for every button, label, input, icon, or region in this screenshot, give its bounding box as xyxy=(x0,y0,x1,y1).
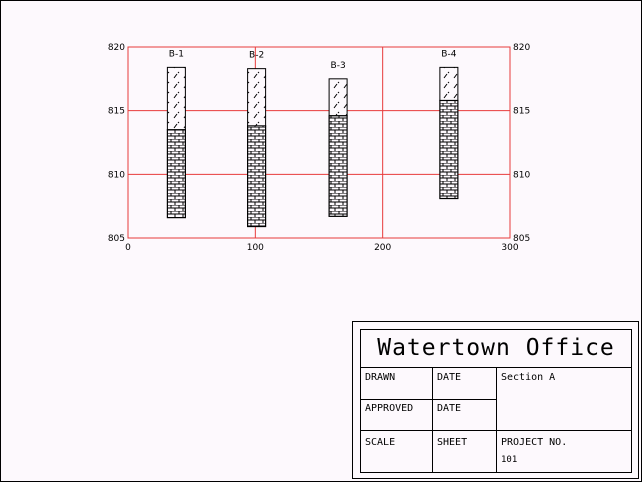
y-tick-label-right: 815 xyxy=(513,107,530,117)
boring-upper-layer xyxy=(166,66,186,131)
sheet-label: SHEET xyxy=(437,437,468,448)
boring-lower-layer xyxy=(439,99,459,200)
tb-divider-col2 xyxy=(496,368,497,473)
tb-divider-col1 xyxy=(432,368,433,473)
boring-upper-layer xyxy=(439,66,459,101)
project-number-value: 101 xyxy=(501,455,518,465)
date-label-1: DATE xyxy=(437,372,462,383)
boring-lower-layer xyxy=(247,125,267,228)
title-block-outer-frame xyxy=(352,321,639,479)
y-tick-label-left: 805 xyxy=(108,234,125,244)
plot-frame xyxy=(127,46,511,239)
cross-section-plot: B-1 B-2B-3 B-4 0 100 200 300 820 815 810 805 820 81… xyxy=(108,43,531,253)
title-block-title: Watertown Office xyxy=(360,329,632,368)
drawn-label: DRAWN xyxy=(365,372,396,383)
boring-label: B-2 xyxy=(249,51,264,61)
y-tick-label-left: 820 xyxy=(108,43,125,53)
y-tick-label-right: 820 xyxy=(513,43,530,53)
tb-divider-row1 xyxy=(360,399,497,400)
boring-upper-layer xyxy=(328,78,348,117)
boring-label: B-1 xyxy=(169,49,184,59)
x-tick-label: 300 xyxy=(501,243,518,253)
boring-lower-layer xyxy=(166,129,186,219)
y-tick-label-right: 805 xyxy=(513,234,530,244)
y-tick-label-left: 810 xyxy=(108,170,125,180)
date-label-2: DATE xyxy=(437,403,462,414)
project-number-label: PROJECT NO. xyxy=(501,437,568,448)
boring-lower-layer xyxy=(328,115,348,217)
tb-divider-row2 xyxy=(360,430,632,431)
x-tick-label: 100 xyxy=(247,243,264,253)
x-tick-label: 0 xyxy=(125,243,131,253)
boring-label: B-4 xyxy=(441,49,456,59)
y-tick-label-left: 815 xyxy=(108,107,125,117)
section-label: Section A xyxy=(501,372,556,383)
scale-label: SCALE xyxy=(365,437,396,448)
y-tick-label-right: 810 xyxy=(513,170,530,180)
boring-label: B-3 xyxy=(331,61,346,71)
approved-label: APPROVED xyxy=(365,403,414,414)
boring-upper-layer xyxy=(247,68,267,127)
x-tick-label: 200 xyxy=(374,243,391,253)
